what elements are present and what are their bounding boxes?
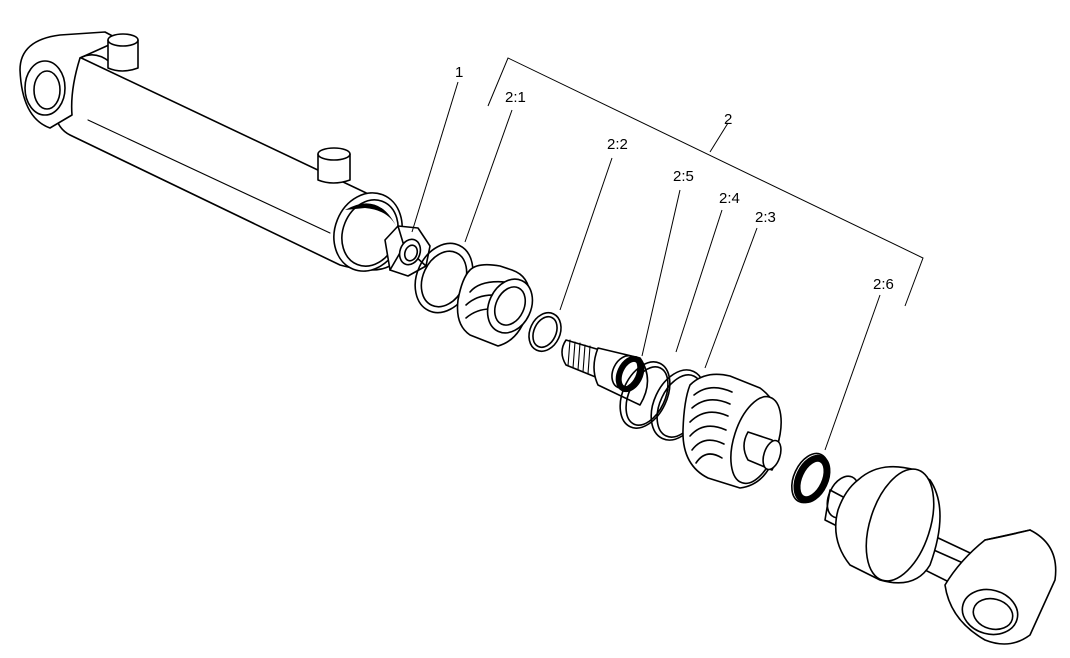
callout-label-1: 1 <box>455 64 463 81</box>
ring-2-4 <box>619 361 671 429</box>
cylinder-head <box>456 263 534 347</box>
callout-label-2-2: 2:2 <box>607 136 628 153</box>
callout-label-2-4: 2:4 <box>719 190 740 207</box>
seal-2-6 <box>791 452 831 504</box>
callout-label-2-1: 2:1 <box>505 89 526 106</box>
assembly-2-bracket <box>487 57 924 307</box>
callout-label-2-6: 2:6 <box>873 276 894 293</box>
callout-label-2-3: 2:3 <box>755 209 776 226</box>
rod-end <box>826 465 1057 645</box>
hex-nut <box>384 225 431 277</box>
o-ring-2-2 <box>528 311 562 353</box>
seal-2-5 <box>611 354 645 393</box>
callout-label-2: 2 <box>724 111 732 128</box>
cylinder-barrel <box>19 31 403 272</box>
leader-lines <box>411 81 881 451</box>
callout-label-2-5: 2:5 <box>673 168 694 185</box>
piston <box>682 373 782 489</box>
